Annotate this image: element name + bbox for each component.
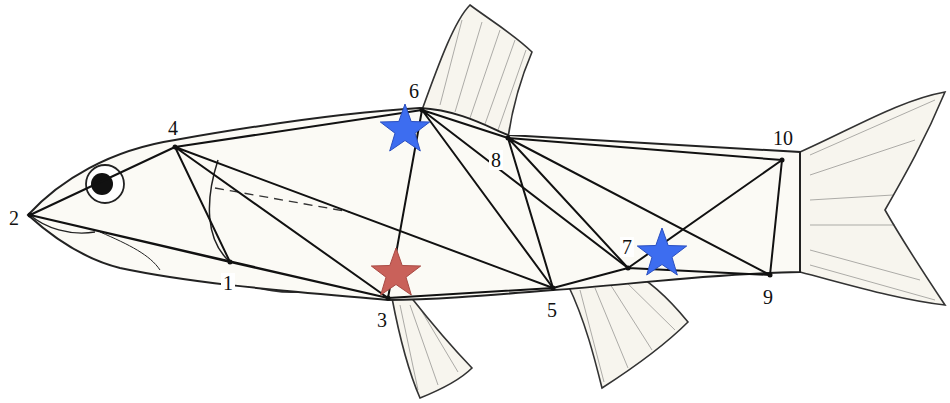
callout-number: 7 bbox=[620, 237, 634, 257]
callout-number: 8 bbox=[489, 150, 503, 170]
callout-number: 2 bbox=[7, 208, 21, 228]
blue-star bbox=[380, 104, 429, 151]
callout-number: 1 bbox=[221, 273, 235, 293]
lateral-line bbox=[215, 188, 350, 212]
eye bbox=[86, 165, 124, 203]
red-star bbox=[371, 248, 420, 295]
gill-cover bbox=[209, 160, 230, 262]
callout-number: 4 bbox=[166, 118, 180, 138]
pelvic-fin bbox=[392, 296, 472, 398]
callout-number: 5 bbox=[545, 300, 559, 320]
blue-star bbox=[637, 228, 686, 275]
callout-number: 9 bbox=[761, 287, 775, 307]
callout-number: 10 bbox=[771, 128, 795, 148]
tail-fin bbox=[800, 92, 945, 305]
callout-number: 3 bbox=[375, 310, 389, 330]
callout-number: 6 bbox=[407, 81, 421, 101]
